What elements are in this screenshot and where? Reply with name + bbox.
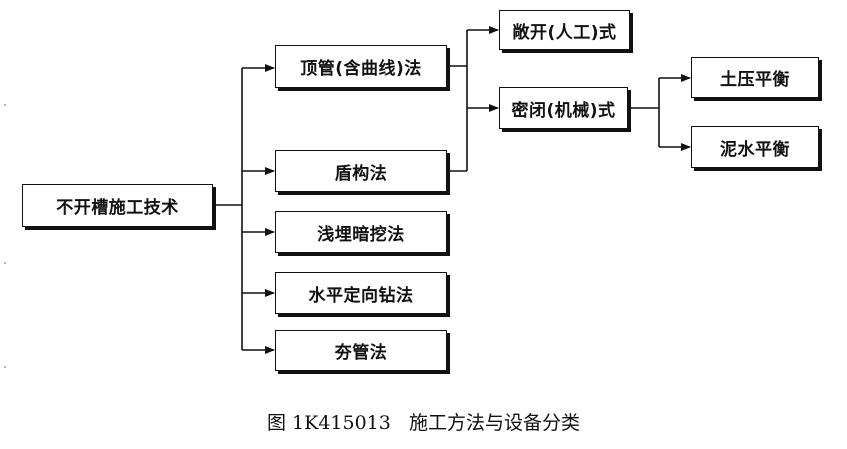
type-node-closed-mechanical: 密闭(机械)式 [499,87,628,129]
method-node-pipe-ramming: 夯管法 [275,330,447,371]
balance-node-label: 土压平衡 [720,70,790,90]
balance-node-earth-pressure: 土压平衡 [691,57,819,98]
balance-node-slurry: 泥水平衡 [691,126,819,168]
method-node-label: 水平定向钻法 [308,285,414,306]
type-node-label: 密闭(机械)式 [511,100,616,121]
scan-speck [4,262,6,264]
scan-speck [4,104,6,106]
type-node-label: 敞开(人工)式 [512,22,617,43]
root-node: 不开槽施工技术 [22,184,213,227]
method-node-label: 浅埋暗挖法 [317,224,405,245]
scan-speck [4,366,6,368]
method-node-label: 盾构法 [334,163,388,184]
method-node-label: 顶管(含曲线)法 [300,59,422,79]
method-node-shield: 盾构法 [275,150,447,192]
type-node-open-manual: 敞开(人工)式 [499,10,630,50]
method-node-pipe-jacking: 顶管(含曲线)法 [275,45,447,88]
root-node-label: 不开槽施工技术 [56,198,179,218]
balance-node-label: 泥水平衡 [720,139,790,160]
method-node-directional-drilling: 水平定向钻法 [275,272,447,314]
method-node-label: 夯管法 [334,343,388,363]
method-node-shallow-excavation: 浅埋暗挖法 [275,211,447,253]
figure-caption: 图 1K415013 施工方法与设备分类 [267,412,580,434]
